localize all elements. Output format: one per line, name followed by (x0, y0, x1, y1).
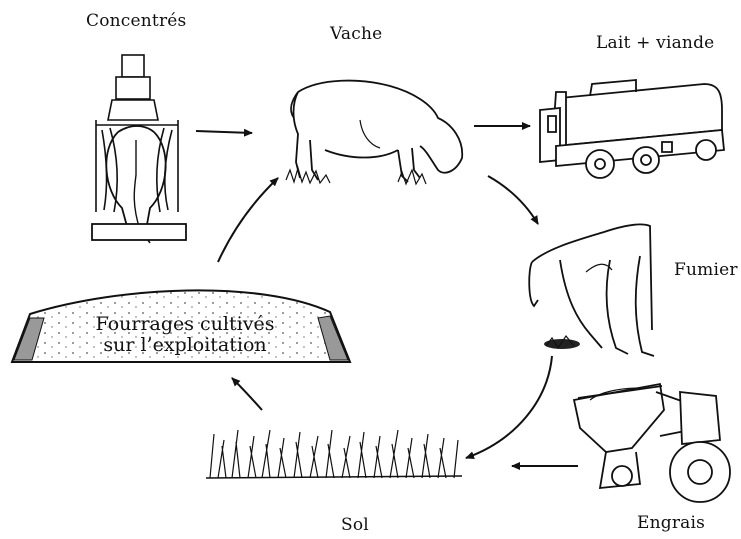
label-fertilizer: Engrais (637, 515, 705, 532)
arrow-manure-to-soil (466, 356, 552, 458)
label-milk-meat: Lait + viande (596, 35, 714, 52)
arrow-forage-to-cow (218, 178, 278, 262)
concentrate-feeder-illustration (92, 55, 186, 243)
cow-illustration (286, 81, 462, 184)
arrow-cow-to-manure (488, 176, 538, 224)
label-forage: Fourrages cultivés sur l’exploitation (60, 314, 310, 356)
label-cow: Vache (330, 26, 382, 43)
label-forage-line1: Fourrages cultivés (60, 314, 310, 335)
arrow-soil-to-forage (232, 378, 262, 410)
manure-cow-illustration (529, 224, 654, 356)
arrow-concentrates-to-cow (196, 131, 252, 133)
label-soil: Sol (341, 517, 369, 534)
milk-tanker-truck-illustration (540, 80, 724, 178)
fertilizer-spreader-illustration (574, 384, 730, 502)
label-forage-line2: sur l’exploitation (60, 335, 310, 356)
label-concentrates: Concentrés (86, 13, 186, 30)
soil-grass-illustration (206, 430, 462, 478)
label-manure: Fumier (674, 262, 738, 279)
